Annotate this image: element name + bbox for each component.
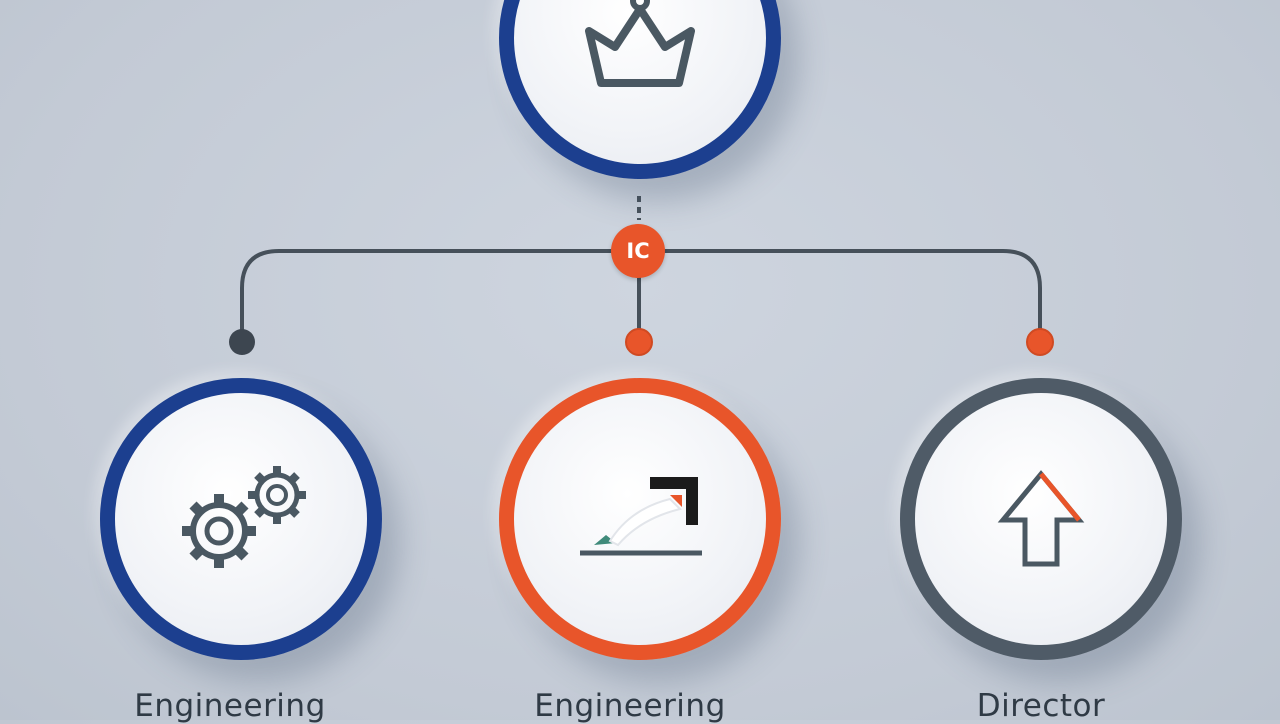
director-node <box>900 378 1182 660</box>
node-label-director: Director <box>976 688 1106 724</box>
center-connector-dot <box>625 328 653 356</box>
ic-badge: IC <box>611 224 665 278</box>
engineering-node-2 <box>499 378 781 660</box>
node-label-engineering-2: Engineering <box>534 688 726 724</box>
left-connector-dot <box>229 329 255 355</box>
engineering-node-1 <box>100 378 382 660</box>
growth-arrow-icon <box>580 477 702 556</box>
crown-icon <box>585 0 695 87</box>
node-label-engineering-1: Engineering <box>134 688 326 724</box>
gears-icon <box>182 466 306 568</box>
up-arrow-icon <box>997 470 1085 567</box>
right-connector-dot <box>1026 328 1054 356</box>
